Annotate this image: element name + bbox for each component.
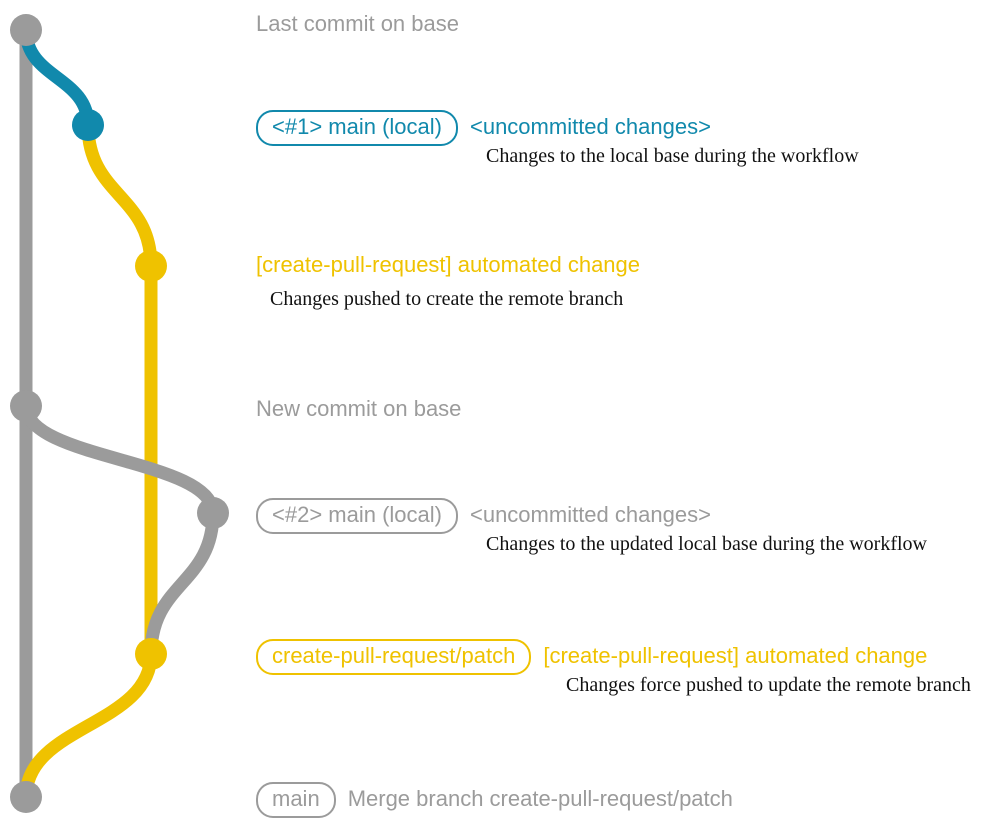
commit-subject-last-commit-on-base: Last commit on base: [256, 11, 459, 36]
commit-node-local-main-2[interactable]: [197, 497, 229, 529]
commit-subject-merge-commit: Merge branch create-pull-request/patch: [347, 786, 733, 811]
commit-row-automated-change-2: create-pull-request/patch [create-pull-r…: [256, 639, 927, 675]
branch-pill-create-pull-request-patch[interactable]: create-pull-request/patch: [256, 639, 532, 675]
edge-base-to-local-2: [19, 399, 220, 520]
commit-note-automated-change-1: Changes pushed to create the remote bran…: [270, 288, 624, 310]
edge-local-2-to-patch-2: [144, 506, 220, 661]
commit-subject-local-main-1: <uncommitted changes>: [469, 114, 711, 139]
branch-pill-local-main-2[interactable]: <#2> main (local): [256, 498, 458, 534]
commit-node-last-commit-on-base[interactable]: [10, 14, 42, 46]
commit-subject-local-main-2: <uncommitted changes>: [469, 502, 711, 527]
edge-local-1-to-patch-1: [81, 118, 158, 273]
commit-node-automated-change-1[interactable]: [135, 250, 167, 282]
commit-subject-automated-change-2: [create-pull-request] automated change: [543, 643, 928, 668]
commit-subject-new-commit-on-base: New commit on base: [256, 396, 462, 421]
commit-node-merge-commit[interactable]: [10, 781, 42, 813]
commit-note-local-main-2: Changes to the updated local base during…: [486, 533, 927, 555]
commit-note-local-main-1: Changes to the local base during the wor…: [486, 145, 859, 167]
edge-patch-2-to-merge: [19, 647, 158, 804]
commit-row-local-main-1: <#1> main (local) <uncommitted changes>: [256, 110, 711, 146]
branch-pill-local-main-1[interactable]: <#1> main (local): [256, 110, 458, 146]
branch-pill-main[interactable]: main: [256, 782, 336, 818]
commit-subject-automated-change-1: [create-pull-request] automated change: [256, 252, 641, 277]
commit-node-automated-change-2[interactable]: [135, 638, 167, 670]
commit-node-local-main-1[interactable]: [72, 109, 104, 141]
edge-base-to-local-1: [19, 23, 95, 132]
commit-row-local-main-2: <#2> main (local) <uncommitted changes>: [256, 498, 711, 534]
commit-row-merge-commit: main Merge branch create-pull-request/pa…: [256, 782, 733, 818]
commit-note-automated-change-2: Changes force pushed to update the remot…: [566, 674, 971, 696]
commit-node-new-commit-on-base[interactable]: [10, 390, 42, 422]
